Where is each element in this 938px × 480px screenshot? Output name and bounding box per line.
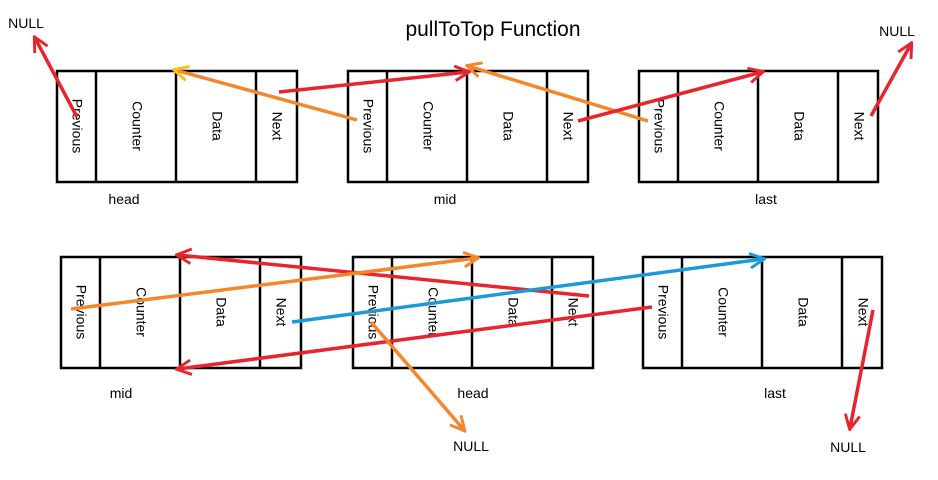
arrow-head-prev-to-null (369, 320, 464, 430)
top-node-head: Previous Counter Data Next head (55, 69, 299, 207)
null-label-bottom-center: NULL (453, 438, 489, 454)
arrow-last-next-to-null (869, 44, 911, 117)
node-label: last (764, 385, 786, 401)
field-previous: Previous (73, 285, 89, 339)
field-counter: Counter (711, 101, 727, 151)
field-counter: Counter (133, 287, 149, 337)
arrow-head-next-to-mid (178, 255, 590, 298)
field-next: Next (269, 112, 285, 141)
arrow-mid-next-to-last (291, 259, 763, 324)
field-next: Next (565, 298, 581, 327)
field-data: Data (209, 111, 225, 141)
field-counter: Counter (420, 101, 436, 151)
field-next: Next (851, 112, 867, 141)
node-label: mid (434, 191, 457, 207)
arrow-last-next-to-null (850, 309, 875, 428)
bottom-node-mid: Previous Counter Data Next mid (59, 255, 303, 401)
null-label-bottom-right: NULL (830, 439, 866, 455)
diagram-title: pullToTop Function (405, 18, 580, 41)
top-node-last: Previous Counter Data Next last (637, 69, 880, 207)
node-label: head (108, 191, 139, 207)
field-counter: Counter (129, 101, 145, 151)
arrow-head-next-to-mid (278, 72, 468, 94)
field-counter: Counter (715, 287, 731, 337)
arrow-mid-prev-to-head (175, 70, 358, 122)
field-counter: Counter (425, 287, 441, 337)
arrow-mid-prev-to-head (70, 258, 477, 311)
node-label: mid (110, 385, 133, 401)
field-next: Next (560, 112, 576, 141)
field-data: Data (213, 297, 229, 327)
field-data: Data (505, 297, 521, 327)
field-next: Next (855, 298, 871, 327)
null-label-top-right: NULL (879, 23, 915, 39)
field-previous: Previous (360, 99, 376, 153)
node-label: last (755, 191, 777, 207)
field-data: Data (795, 297, 811, 327)
field-previous: Previous (655, 285, 671, 339)
field-data: Data (791, 111, 807, 141)
field-previous: Previous (651, 99, 667, 153)
arrow-mid-next-to-last (577, 72, 762, 123)
bottom-node-last: Previous Counter Data Next last (641, 255, 884, 401)
null-label-top-left: NULL (8, 15, 44, 31)
field-next: Next (273, 298, 289, 327)
arrow-last-prev-to-mid (178, 305, 653, 369)
arrow-head-prev-to-null (35, 38, 79, 118)
field-data: Data (500, 111, 516, 141)
node-label: head (457, 385, 488, 401)
